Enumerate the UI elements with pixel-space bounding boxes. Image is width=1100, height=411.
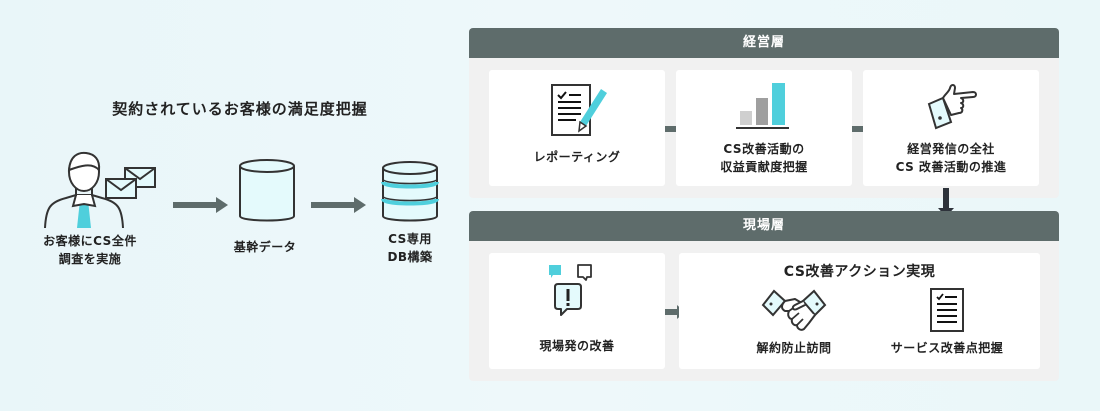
management-layer-header: 経営層 bbox=[469, 28, 1059, 58]
label-line: 経営発信の全社 bbox=[907, 142, 995, 156]
label-line: お客様にCS全件 bbox=[43, 234, 137, 248]
bar-chart-icon bbox=[736, 83, 789, 129]
label-line: 収益貢献度把握 bbox=[720, 160, 808, 174]
database-icon bbox=[239, 159, 295, 222]
card-label: レポーティング bbox=[489, 148, 665, 166]
label-line: CS 改善活動の推進 bbox=[895, 160, 1007, 174]
label-line: CS専用 bbox=[388, 232, 432, 246]
speech-bubbles-alert-icon bbox=[549, 264, 592, 316]
label-line: DB構築 bbox=[387, 250, 433, 264]
step-label-core-data: 基幹データ bbox=[210, 238, 320, 256]
card-revenue-contribution: CS改善活動の 収益貢献度把握 bbox=[676, 70, 852, 186]
arrow-right-icon bbox=[173, 197, 228, 213]
label-line: 現場発の改善 bbox=[539, 339, 615, 353]
card-label: 経営発信の全社 CS 改善活動の推進 bbox=[863, 140, 1039, 176]
pointing-hand-icon bbox=[927, 84, 977, 130]
step-label-customer-survey: お客様にCS全件 調査を実施 bbox=[30, 232, 150, 268]
card-label: CS改善活動の 収益貢献度把握 bbox=[676, 140, 852, 176]
label-line: 調査を実施 bbox=[58, 252, 122, 266]
customer-with-mail-icon bbox=[44, 151, 156, 229]
action-item-label: 解約防止訪問 bbox=[756, 341, 832, 355]
card-company-wide-promotion: 経営発信の全社 CS 改善活動の推進 bbox=[863, 70, 1039, 186]
label-line: 基幹データ bbox=[233, 240, 297, 254]
step-label-cs-db: CS専用 DB構築 bbox=[355, 230, 465, 266]
left-section-title: 契約されているお客様の満足度把握 bbox=[112, 100, 368, 118]
field-layer-panel: 現場層 現場発の改善 CS改善アクション実現 解約防止訪問 bbox=[469, 211, 1059, 381]
action-item-label: サービス改善点把握 bbox=[890, 341, 1004, 355]
arrow-right-icon bbox=[311, 197, 366, 213]
handshake-icon bbox=[761, 289, 827, 331]
field-layer-header: 現場層 bbox=[469, 211, 1059, 241]
card-field-improvement: 現場発の改善 bbox=[489, 253, 665, 369]
card-cs-improvement-action: CS改善アクション実現 解約防止訪問 サービス改善点把握 bbox=[679, 253, 1040, 369]
label-line: レポーティング bbox=[533, 150, 621, 164]
checklist-icon bbox=[930, 288, 964, 332]
action-card-title: CS改善アクション実現 bbox=[783, 264, 936, 280]
report-pencil-icon bbox=[551, 84, 607, 136]
label-line: CS改善活動の bbox=[723, 142, 805, 156]
card-label: 現場発の改善 bbox=[489, 337, 665, 355]
management-layer-panel: 経営層 レポーティング CS改善活動の 収益貢献度把握 bbox=[469, 28, 1059, 198]
cs-database-icon bbox=[381, 161, 439, 222]
card-reporting: レポーティング bbox=[489, 70, 665, 186]
arrow-down-shaft bbox=[943, 188, 949, 210]
